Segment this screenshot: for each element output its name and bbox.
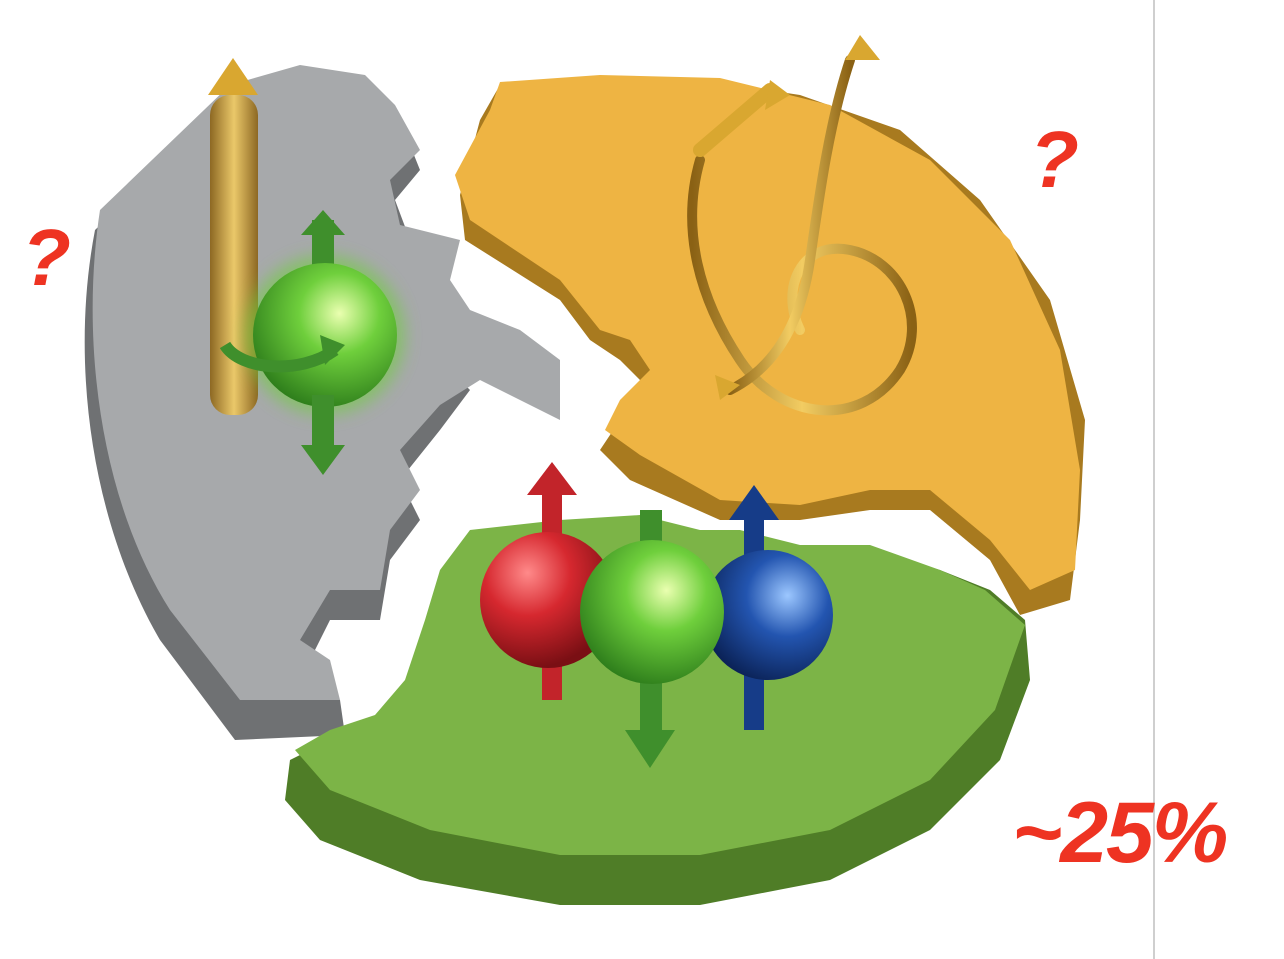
gray-piece-question-label: ? <box>22 218 71 298</box>
green-quark <box>580 540 724 684</box>
quark-spin-percent-label: ~25% <box>1012 790 1226 876</box>
orange-piece-question-label: ? <box>1030 120 1079 200</box>
